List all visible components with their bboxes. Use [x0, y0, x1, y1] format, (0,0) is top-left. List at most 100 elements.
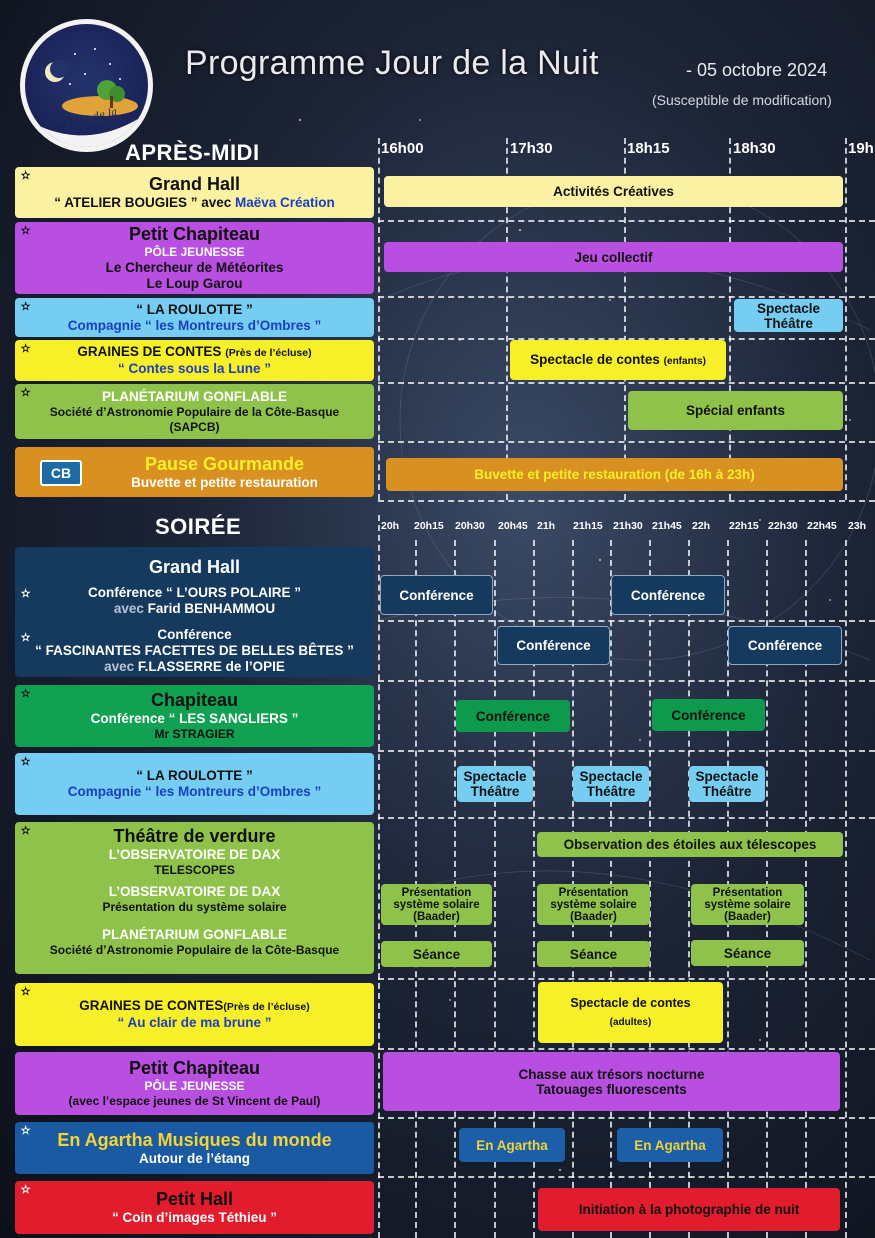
- star-icon: ✫: [21, 170, 31, 182]
- row-separator: [378, 338, 875, 340]
- event-en-agartha: En Agartha: [617, 1128, 723, 1162]
- time-label: 21h30: [613, 520, 643, 532]
- event-label: Présentation: [558, 886, 629, 899]
- row-separator: [378, 1048, 875, 1050]
- venue-title: Petit Chapiteau: [128, 224, 261, 244]
- star-icon: ✫: [21, 632, 31, 644]
- venue-title: En Agartha Musiques du monde: [57, 1129, 332, 1150]
- time-label: 20h45: [498, 520, 528, 532]
- event-label: Tatouages fluorescents: [536, 1081, 687, 1097]
- star-icon: ✫: [21, 756, 31, 768]
- row-separator: [378, 1117, 875, 1119]
- event-special-enfants: Spécial enfants: [628, 391, 843, 430]
- time-label: 22h45: [807, 520, 837, 532]
- event-spectacle-theatre: Spectacle Théâtre: [457, 766, 533, 802]
- venue-title: Chapiteau: [150, 690, 238, 710]
- row-separator: [378, 1176, 875, 1178]
- row-separator: [378, 817, 875, 819]
- venue-subtitle: Conférence “ LES SANGLIERS ”: [90, 711, 299, 726]
- modification-note: (Susceptible de modification): [652, 92, 832, 108]
- row-separator: [378, 978, 875, 980]
- conference-facettes-speaker: avec F.LASSERRE de l’OPIE: [104, 659, 285, 675]
- event-label: Théâtre: [586, 784, 636, 799]
- graines-title: GRAINES DE CONTES: [79, 998, 224, 1013]
- event-label: système solaire: [393, 898, 480, 911]
- venue-theatre-de-verdure: ✫ Théâtre de verdure L’OBSERVATOIRE DE D…: [15, 822, 374, 974]
- venue-subtitle: (avec l’espace jeunes de St Vincent de P…: [68, 1094, 321, 1108]
- venue-title: PLANÉTARIUM GONFLABLE: [102, 388, 287, 404]
- venue-title: GRAINES DE CONTES(Près de l’écluse): [79, 998, 309, 1015]
- time-gridline: [649, 540, 651, 1238]
- row-separator: [378, 620, 875, 622]
- event-spectacle-theatre: Spectacle Théâtre: [689, 766, 765, 802]
- event-seance: Séance: [691, 940, 804, 966]
- graines-note: (Près de l’écluse): [223, 1001, 310, 1013]
- event-conference: Conférence: [728, 626, 842, 665]
- row-separator: [378, 750, 875, 752]
- conference-ours-title: Conférence “ L’OURS POLAIRE ”: [87, 585, 302, 600]
- time-gridline: [624, 138, 626, 500]
- event-spectacle-theatre: Spectacle Théâtre: [573, 766, 649, 802]
- star-icon: ✫: [21, 688, 31, 700]
- venue-roulotte-evening: ✫ “ LA ROULOTTE ” Compagnie “ les Montre…: [15, 753, 374, 815]
- event-conference: Conférence: [611, 575, 725, 615]
- observatoire-systeme-sub: Présentation du système solaire: [102, 900, 287, 914]
- page-date: - 05 octobre 2024: [686, 60, 828, 80]
- event-label: Théâtre: [702, 784, 752, 799]
- venue-subtitle: Compagnie “ les Montreurs d’Ombres ”: [67, 784, 322, 799]
- venue-pause-gourmande: Pause Gourmande Buvette et petite restau…: [15, 447, 374, 497]
- cb-card-icon: CB: [40, 460, 82, 486]
- time-gridline: [533, 540, 535, 1238]
- row-separator: [378, 382, 875, 384]
- event-presentation-systeme-solaire: Présentation système solaire (Baader): [691, 884, 804, 925]
- time-gridline: [378, 138, 380, 500]
- event-spectacle-de-contes-enfants: Spectacle de contes (enfants): [510, 340, 726, 380]
- time-label: 20h: [381, 520, 400, 532]
- venue-subtitle: Autour de l’étang: [139, 1150, 250, 1166]
- venue-grand-hall-evening: Grand Hall ✫ Conférence “ L’OURS POLAIRE…: [15, 547, 374, 677]
- star-icon: ✫: [21, 343, 31, 355]
- event-label: (enfants): [663, 355, 706, 367]
- page-title: Programme Jour de la Nuit: [185, 44, 599, 82]
- star-icon: ✫: [21, 225, 31, 237]
- venue-chapiteau-evening: ✫ Chapiteau Conférence “ LES SANGLIERS ”…: [15, 685, 374, 747]
- venue-subtitle: (SAPCB): [169, 419, 220, 434]
- observatoire-systeme-title: L’OBSERVATOIRE DE DAX: [108, 884, 281, 899]
- time-gridline: [845, 540, 847, 1238]
- avec-label: avec: [113, 601, 148, 616]
- venue-grand-hall-afternoon: ✫ Grand Hall “ ATELIER BOUGIES ” avec Ma…: [15, 167, 374, 218]
- event-label: (Baader): [724, 910, 771, 923]
- event-label: Présentation: [401, 886, 472, 899]
- event-label: Spectacle: [756, 300, 821, 316]
- event-jeu-collectif: Jeu collectif: [384, 242, 843, 272]
- event-label: Présentation: [712, 886, 783, 899]
- time-label: 21h: [537, 520, 556, 532]
- speaker-name: Farid BENHAMMOU: [147, 601, 276, 616]
- event-presentation-systeme-solaire: Présentation système solaire (Baader): [381, 884, 492, 925]
- event-label: Spectacle: [463, 769, 527, 784]
- venue-pole: PÔLE JEUNESSE: [144, 1079, 245, 1093]
- time-label: 21h15: [573, 520, 603, 532]
- avec-label: avec: [104, 659, 138, 674]
- venue-subtitle: Société d’Astronomie Populaire de la Côt…: [49, 404, 340, 419]
- venue-title: “ LA ROULOTTE ”: [136, 768, 253, 783]
- venue-subtitle: “ Coin d’images Téthieu ”: [111, 1210, 278, 1225]
- time-label: 19h: [848, 140, 874, 157]
- venue-speaker: Mr STRAGIER: [154, 727, 235, 741]
- star-icon: ✫: [21, 1184, 31, 1196]
- venue-title: Petit Chapiteau: [128, 1058, 261, 1078]
- time-gridline: [378, 515, 380, 1238]
- planetarium-sub: Société d’Astronomie Populaire de la Côt…: [49, 943, 340, 957]
- venue-title: Grand Hall: [148, 174, 241, 194]
- venue-title: Pause Gourmande: [144, 453, 305, 474]
- conference-facettes-title: Conférence: [157, 627, 232, 642]
- event-conference-sangliers: Conférence: [652, 699, 765, 731]
- section-title-afternoon: APRÈS-MIDI: [125, 140, 260, 165]
- observatoire-telescopes-sub: TELESCOPES: [154, 863, 235, 877]
- event-label: (Baader): [570, 910, 617, 923]
- star-icon: ✫: [21, 387, 31, 399]
- event-conference-sangliers: Conférence: [456, 700, 570, 732]
- star-icon: ✫: [21, 301, 31, 313]
- event-chasse-aux-tresors: Chasse aux trésors nocturne Tatouages fl…: [383, 1052, 840, 1111]
- time-label: 16h00: [381, 140, 424, 157]
